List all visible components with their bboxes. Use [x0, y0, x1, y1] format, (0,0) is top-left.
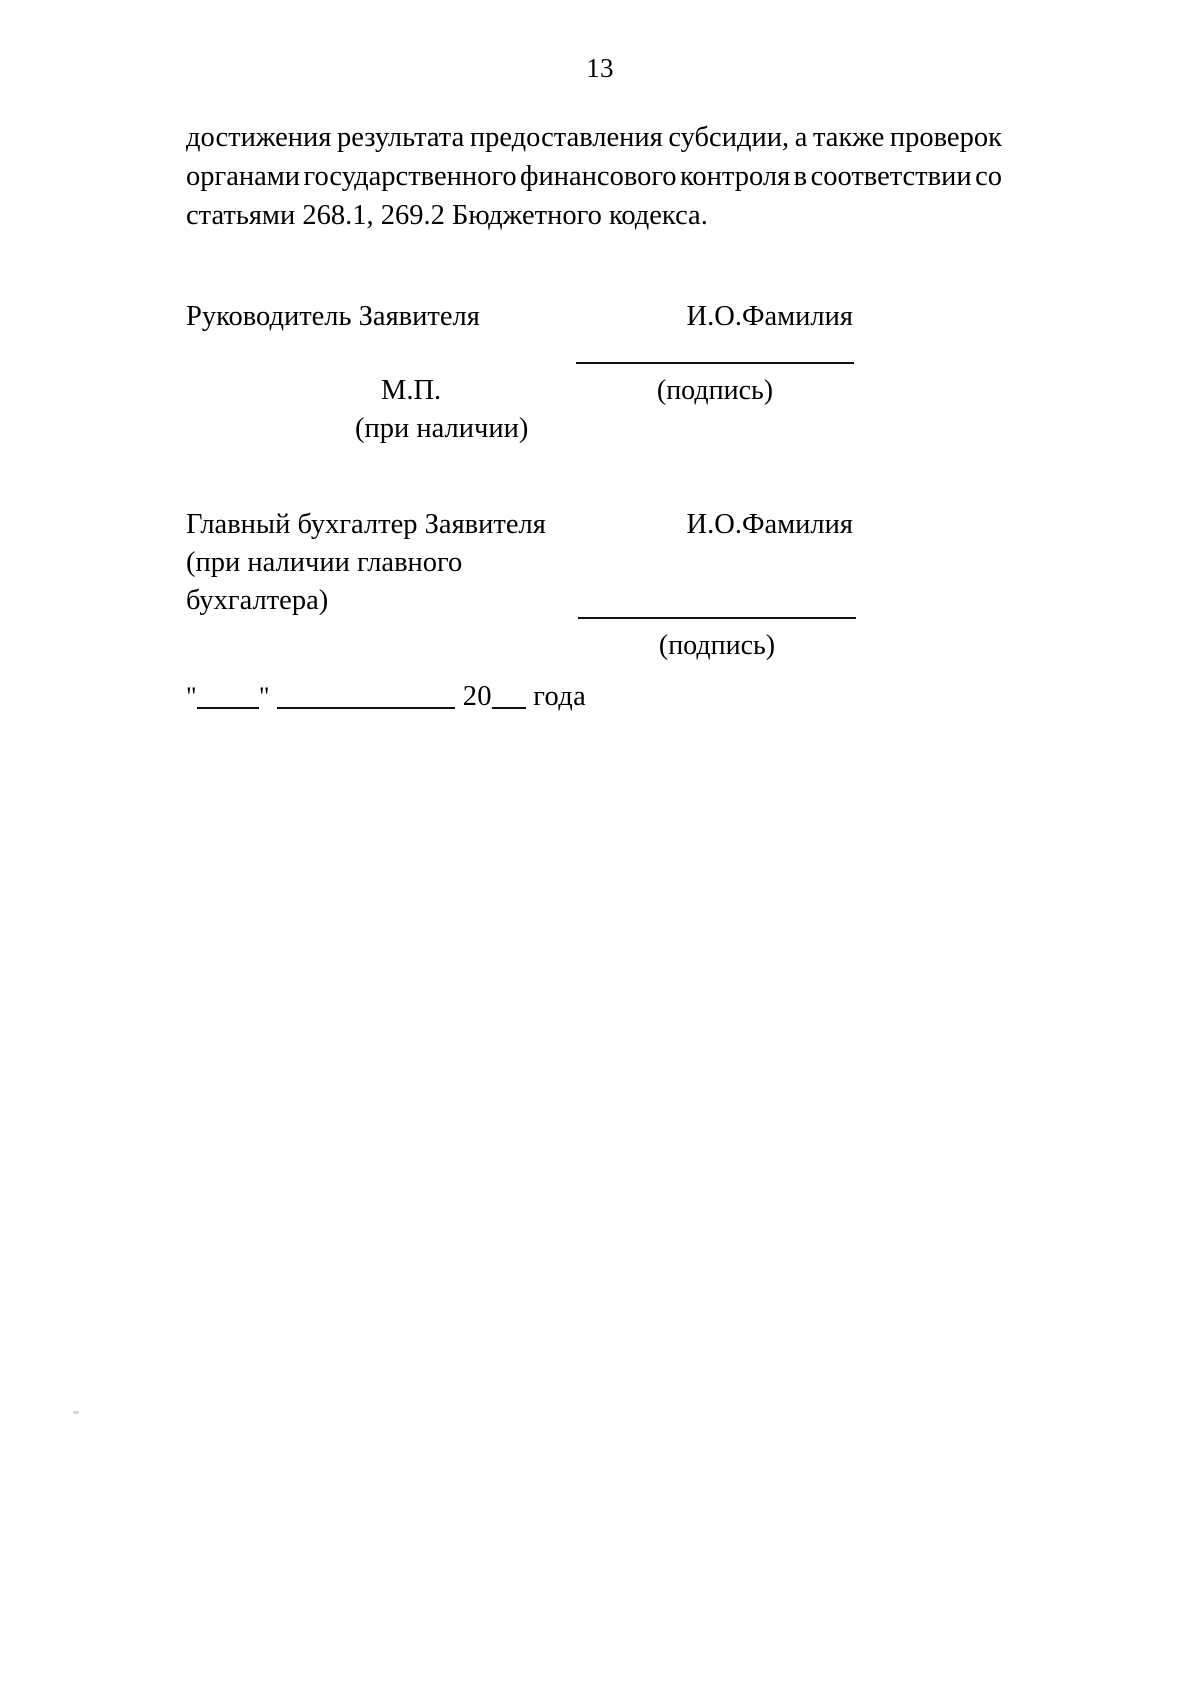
- date-year-prefix: 20: [462, 681, 492, 712]
- word: достижения: [186, 122, 332, 153]
- body-paragraph-line-3: статьями 268.1, 269.2 Бюджетного кодекса…: [186, 200, 708, 231]
- date-day-blank: [196, 707, 259, 709]
- body-paragraph-line-2: органами государственного финансового ко…: [186, 157, 1002, 196]
- word: проверок: [889, 122, 1002, 153]
- page-number: 13: [586, 53, 614, 83]
- signature-rule-director: [576, 362, 854, 364]
- signatory-role-accountant-line-3: бухгалтера): [186, 585, 329, 616]
- word: также: [813, 122, 885, 153]
- word: государственного: [303, 161, 517, 192]
- word: органами: [186, 161, 301, 192]
- word: предоставления: [469, 122, 663, 153]
- signatory-role-accountant-line-1: Главный бухгалтер Заявителя: [186, 509, 546, 540]
- word: результата: [337, 122, 465, 153]
- signatory-role-director: Руководитель Заявителя: [186, 301, 480, 332]
- signature-caption-director: (подпись): [656, 375, 774, 406]
- signature-caption-accountant: (подпись): [658, 630, 776, 661]
- date-quote-open: ": [186, 682, 197, 711]
- word: контроля: [680, 161, 791, 192]
- word: в: [793, 161, 808, 192]
- date-line: " " 20 года: [186, 678, 586, 716]
- stamp-mark: М.П.: [381, 375, 442, 406]
- stamp-note: (при наличии): [355, 413, 529, 444]
- body-paragraph-line-1: достижения результата предоставления суб…: [186, 118, 1002, 157]
- signatory-role-accountant: Главный бухгалтер Заявителя (при наличии…: [186, 506, 566, 620]
- date-year-label: года: [533, 681, 587, 712]
- body-paragraph: достижения результата предоставления суб…: [186, 118, 1002, 235]
- signatory-name-placeholder-accountant: И.О.Фамилия: [686, 509, 853, 540]
- date-month-blank: [277, 707, 456, 709]
- signature-rule-accountant: [578, 617, 856, 619]
- scan-artifact-speck: [73, 1411, 79, 1414]
- date-year-blank: [491, 707, 526, 709]
- word: соответствии: [810, 161, 972, 192]
- signatory-name-placeholder-director: И.О.Фамилия: [686, 301, 853, 332]
- date-quote-close: ": [258, 682, 270, 711]
- word: а: [794, 122, 808, 153]
- word: финансового: [520, 161, 677, 192]
- word: субсидии,: [668, 122, 790, 153]
- word: со: [975, 161, 1002, 192]
- signatory-role-accountant-line-2: (при наличии главного: [186, 547, 463, 578]
